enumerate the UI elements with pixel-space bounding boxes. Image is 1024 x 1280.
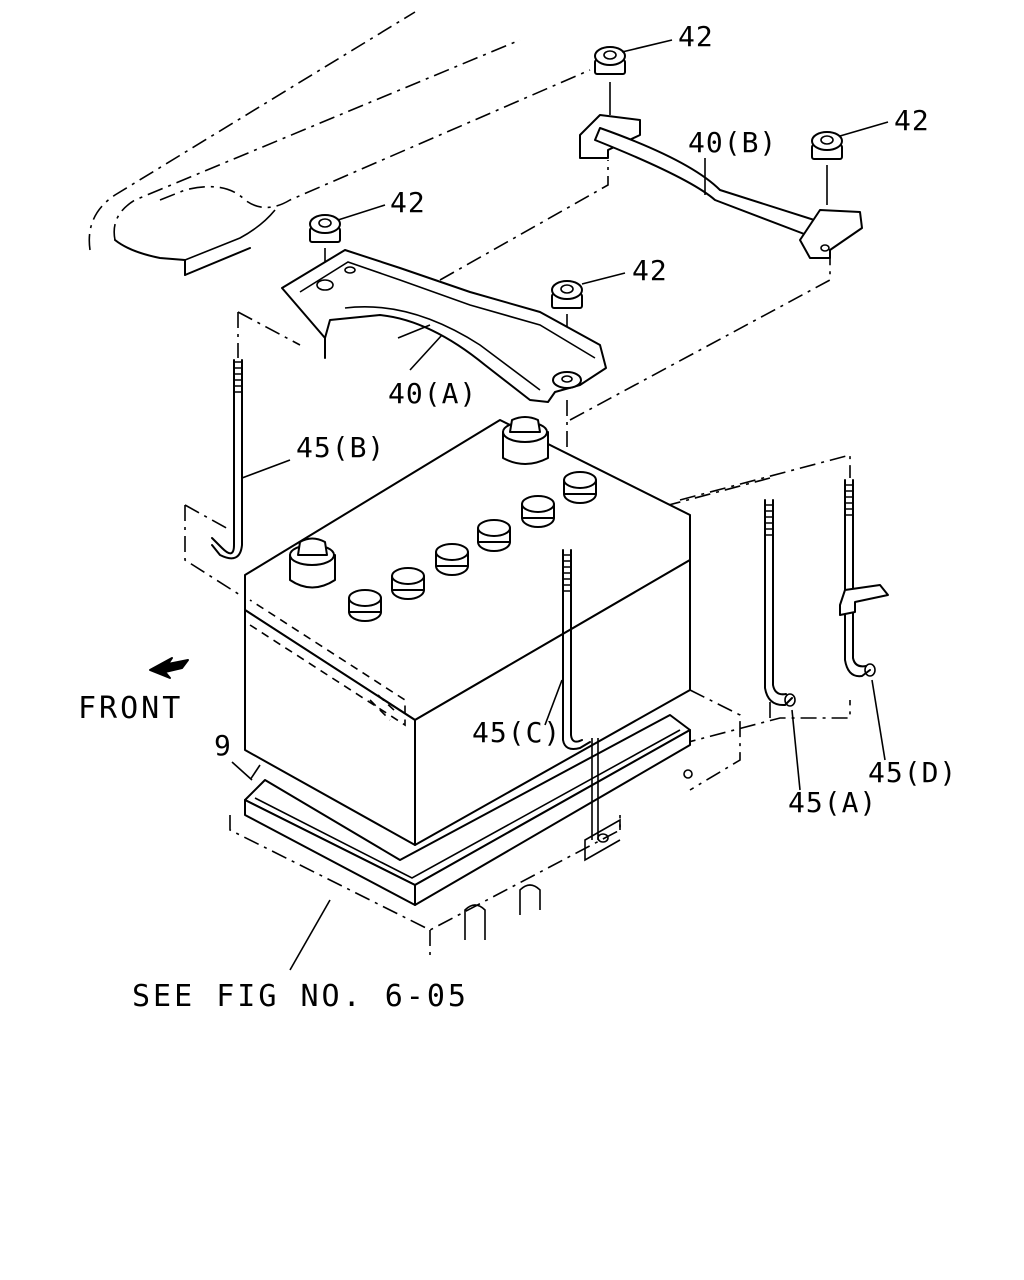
label-bolt-45d: 45(D) [868,756,957,789]
j-bolt-45a [764,499,796,707]
label-see-fig: SEE FIG NO. 6-05 [132,979,469,1014]
label-bracket-40b: 40(B) [688,126,777,159]
label-nut-42-left: 42 [390,186,426,219]
nut-42-left [309,214,341,282]
label-nut-42-top: 42 [678,20,714,53]
battery-tray [229,689,741,960]
label-bolt-45a: 45(A) [788,786,877,819]
frame-rail [88,11,591,276]
bracket-40a [281,249,607,403]
battery-cell-caps [348,471,597,622]
label-bolt-45b: 45(B) [296,431,385,464]
label-nut-42-right: 42 [894,104,930,137]
nut-42-right [811,131,843,205]
nut-42-mid [551,280,583,372]
label-front: FRONT [78,691,183,726]
label-nut-42-mid: 42 [632,254,668,287]
j-bolt-45d [839,479,889,678]
nut-42-top [594,46,626,115]
battery-terminals [289,416,549,589]
j-bolt-45c [562,549,599,840]
arrow-down-left-icon [149,657,189,679]
label-bolt-45c: 45(C) [472,716,561,749]
label-tray-9: 9 [214,729,232,762]
label-bracket-40a: 40(A) [388,377,477,410]
bracket-40b [579,114,863,259]
leader-lines [231,39,889,971]
j-bolt-45b [211,359,243,560]
